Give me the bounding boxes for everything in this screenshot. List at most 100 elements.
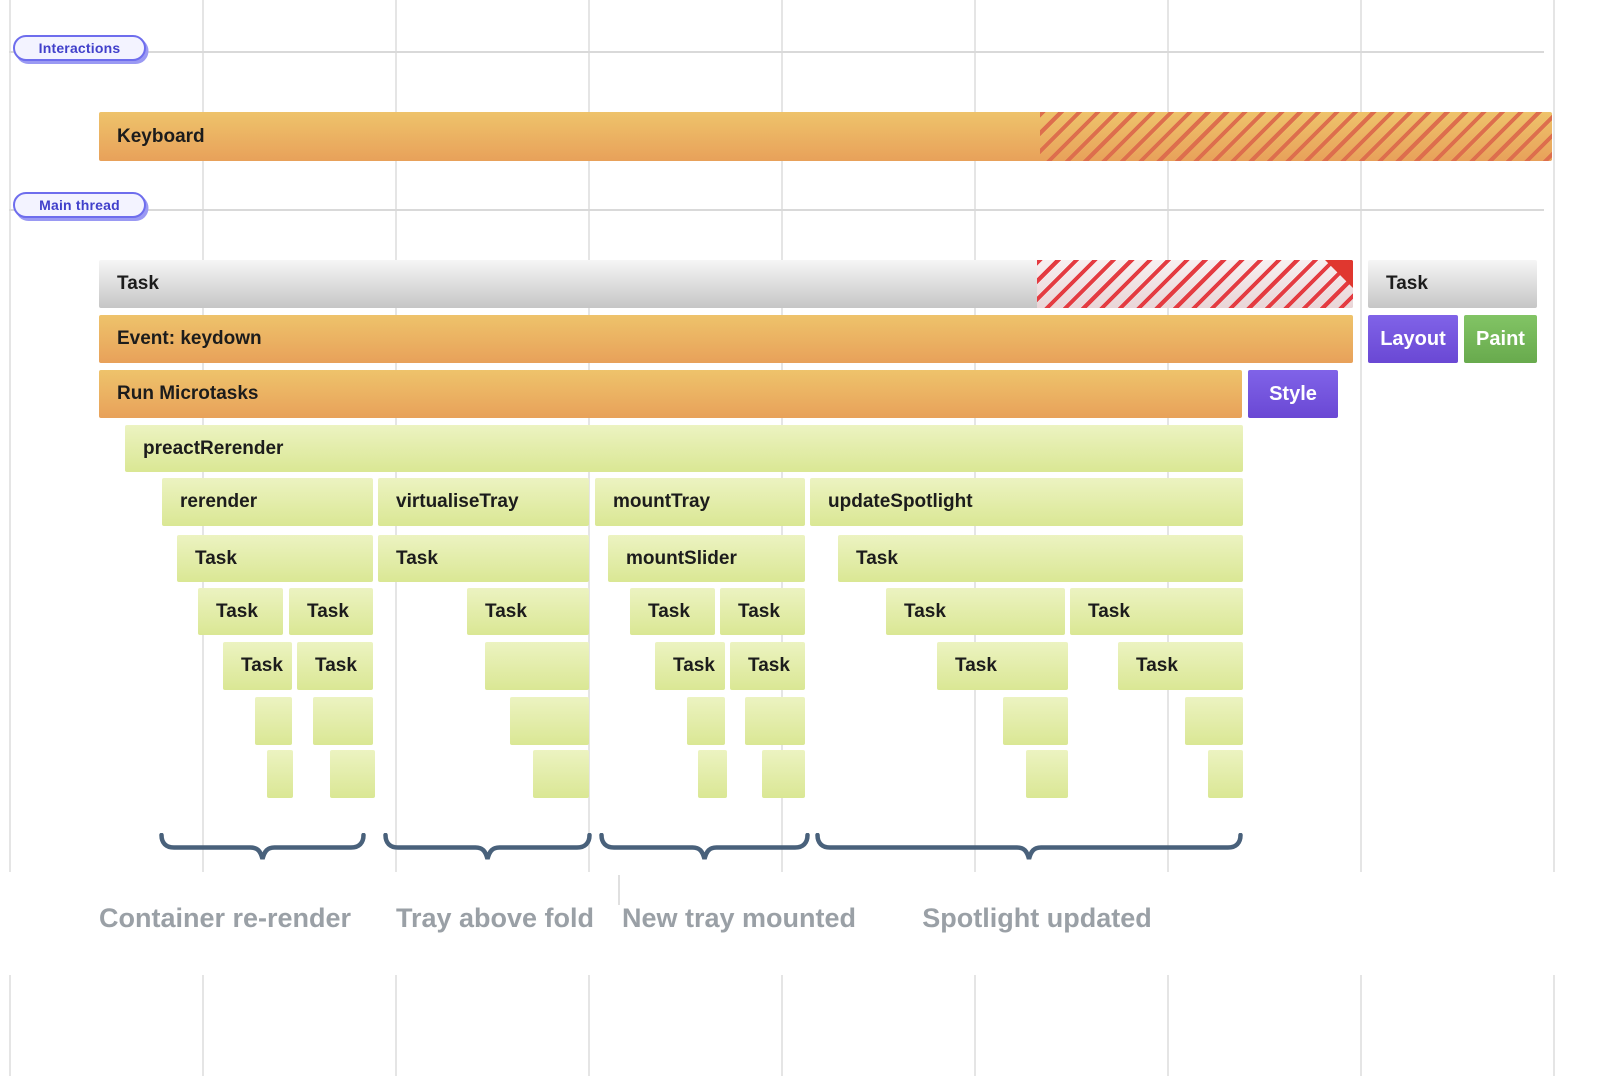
flame-bar-layout[interactable]: Layout bbox=[1368, 315, 1458, 363]
grid-vline bbox=[1553, 0, 1555, 872]
flame-bar-task[interactable]: Task bbox=[730, 642, 805, 690]
flame-bar-text: Task bbox=[307, 600, 349, 622]
flame-bar-text: virtualiseTray bbox=[396, 491, 519, 512]
flame-bar-text: Task bbox=[396, 547, 438, 569]
annotation-brace bbox=[159, 833, 366, 860]
flame-bar-updatespotlight[interactable]: updateSpotlight bbox=[810, 478, 1243, 526]
flame-bar-task[interactable]: Task bbox=[289, 588, 373, 635]
flame-bar-text: preactRerender bbox=[143, 437, 284, 459]
flame-bar-text: Paint bbox=[1476, 327, 1525, 350]
track-label-main-thread[interactable]: Main thread bbox=[13, 192, 146, 218]
flame-bar-task[interactable]: Task bbox=[886, 588, 1065, 635]
flame-bar-text: Task bbox=[748, 655, 790, 676]
grid-vline bbox=[588, 975, 590, 1076]
flame-bar-text: Task bbox=[315, 655, 357, 676]
flame-bar-text: Task bbox=[1088, 600, 1130, 622]
flame-bar-rerender[interactable]: rerender bbox=[162, 478, 373, 526]
flame-bar-anon[interactable] bbox=[745, 697, 805, 745]
flame-bar-anon[interactable] bbox=[1208, 750, 1243, 798]
flame-bar-text: Task bbox=[485, 600, 527, 622]
flame-bar-text: mountTray bbox=[613, 491, 711, 512]
flame-bar-task[interactable]: Task bbox=[720, 588, 805, 635]
flame-bar-paint[interactable]: Paint bbox=[1464, 315, 1537, 363]
flame-bar-text: Event: keydown bbox=[117, 328, 262, 349]
flame-bar-anon[interactable] bbox=[687, 697, 725, 745]
flame-bar-text: Run Microtasks bbox=[117, 383, 259, 404]
grid-vline bbox=[202, 975, 204, 1076]
flame-bar-task[interactable]: Task bbox=[1368, 260, 1537, 308]
flame-bar-anon[interactable] bbox=[533, 750, 589, 798]
annotation-label: Container re-render bbox=[98, 903, 352, 933]
flame-bar-text: Task bbox=[904, 600, 946, 622]
flame-bar-anon[interactable] bbox=[510, 697, 589, 745]
flame-bar-anon[interactable] bbox=[330, 750, 375, 798]
grid-vline bbox=[974, 975, 976, 1076]
flame-bar-task[interactable]: Task bbox=[177, 535, 373, 582]
flame-bar-text: Task bbox=[1386, 273, 1428, 294]
annotation-brace bbox=[815, 833, 1243, 860]
flame-bar-mountslider[interactable]: mountSlider bbox=[608, 535, 805, 582]
flame-bar-preactrerender[interactable]: preactRerender bbox=[125, 425, 1243, 472]
flame-bar-run-microtasks[interactable]: Run Microtasks bbox=[99, 370, 1242, 418]
flame-bar-task[interactable]: Task bbox=[223, 642, 292, 690]
flame-bar-task[interactable]: Task bbox=[838, 535, 1243, 582]
flame-bar-text: Task bbox=[738, 600, 780, 622]
grid-vline bbox=[395, 975, 397, 1076]
over-budget-hatch bbox=[1037, 260, 1353, 308]
flame-bar-task[interactable]: Task bbox=[99, 260, 1353, 308]
overrun-corner-icon bbox=[1325, 260, 1353, 288]
flame-bar-text: Style bbox=[1269, 382, 1317, 405]
flame-bar-text: Task bbox=[648, 600, 690, 622]
grid-vline bbox=[9, 975, 11, 1076]
flame-bar-anon[interactable] bbox=[762, 750, 805, 798]
grid-tick bbox=[618, 875, 620, 905]
flame-bar-text: Task bbox=[673, 655, 715, 676]
flame-bar-virtualisetray[interactable]: virtualiseTray bbox=[378, 478, 589, 526]
flame-bar-anon[interactable] bbox=[1026, 750, 1068, 798]
annotation-label: Spotlight updated bbox=[922, 903, 1152, 933]
flame-bar-task[interactable]: Task bbox=[630, 588, 715, 635]
flame-bar-anon[interactable] bbox=[267, 750, 293, 798]
flame-bar-text: Layout bbox=[1380, 327, 1446, 350]
flame-bar-text: Task bbox=[216, 600, 258, 622]
flame-bar-text: Task bbox=[241, 655, 283, 676]
flame-bar-keyboard[interactable]: Keyboard bbox=[99, 112, 1552, 161]
over-budget-hatch bbox=[1040, 112, 1552, 161]
flame-bar-task[interactable]: Task bbox=[937, 642, 1068, 690]
grid-vline bbox=[1360, 0, 1362, 872]
flame-bar-text: Task bbox=[117, 273, 159, 294]
grid-vline bbox=[1167, 975, 1169, 1076]
flame-bar-task[interactable]: Task bbox=[297, 642, 373, 690]
annotation-brace bbox=[599, 833, 810, 860]
flame-bar-task[interactable]: Task bbox=[467, 588, 589, 635]
flame-bar-event-keydown[interactable]: Event: keydown bbox=[99, 315, 1353, 363]
flame-bar-anon[interactable] bbox=[1185, 697, 1243, 745]
flame-bar-text: mountSlider bbox=[626, 547, 737, 569]
flame-bar-text: Task bbox=[1136, 655, 1178, 676]
flame-bar-text: Task bbox=[856, 547, 898, 569]
flame-bar-anon[interactable] bbox=[698, 750, 727, 798]
track-divider-line bbox=[9, 51, 1544, 53]
track-label-interactions[interactable]: Interactions bbox=[13, 35, 146, 61]
flame-bar-anon[interactable] bbox=[313, 697, 373, 745]
flame-bar-text: Task bbox=[195, 547, 237, 569]
flame-bar-task[interactable]: Task bbox=[1070, 588, 1243, 635]
flame-bar-task[interactable]: Task bbox=[378, 535, 589, 582]
annotation-brace bbox=[383, 833, 592, 860]
grid-vline bbox=[1553, 975, 1555, 1076]
flame-bar-style[interactable]: Style bbox=[1248, 370, 1338, 418]
flame-bar-task[interactable]: Task bbox=[1118, 642, 1243, 690]
grid-vline bbox=[1360, 975, 1362, 1076]
flame-bar-anon[interactable] bbox=[485, 642, 589, 690]
flame-bar-text: Task bbox=[955, 655, 997, 676]
flame-bar-anon[interactable] bbox=[1003, 697, 1068, 745]
flame-bar-anon[interactable] bbox=[255, 697, 292, 745]
flame-bar-task[interactable]: Task bbox=[198, 588, 283, 635]
flame-bar-task[interactable]: Task bbox=[655, 642, 725, 690]
flame-bar-text: rerender bbox=[180, 491, 258, 512]
grid-vline bbox=[781, 975, 783, 1076]
track-divider-line bbox=[9, 209, 1544, 211]
flame-bar-text: updateSpotlight bbox=[828, 491, 973, 512]
flame-bar-mounttray[interactable]: mountTray bbox=[595, 478, 805, 526]
